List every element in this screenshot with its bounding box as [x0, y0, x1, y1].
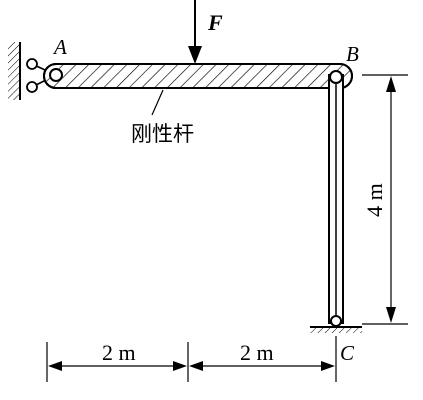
dimension-width: [46, 336, 337, 382]
label-rigid-bar: 刚性杆: [131, 122, 194, 146]
wall-support: [8, 42, 21, 100]
vertical-bar-bc: [328, 74, 344, 324]
label-point-b: B: [346, 42, 359, 66]
pin-c: [330, 315, 342, 327]
dimension-height: [362, 74, 408, 325]
label-dim-right: 2 m: [240, 340, 274, 365]
ground-support: [310, 326, 362, 333]
label-point-c: C: [340, 341, 355, 365]
label-dim-left: 2 m: [102, 340, 136, 365]
force-arrow: [188, 0, 202, 64]
pin-a: [49, 68, 63, 82]
rigid-bar: [43, 63, 353, 89]
label-point-a: A: [52, 35, 67, 59]
rigid-bar-leader: [151, 89, 164, 116]
label-force: F: [207, 10, 223, 35]
label-dim-height: 4 m: [362, 183, 387, 217]
pin-b: [329, 70, 343, 84]
